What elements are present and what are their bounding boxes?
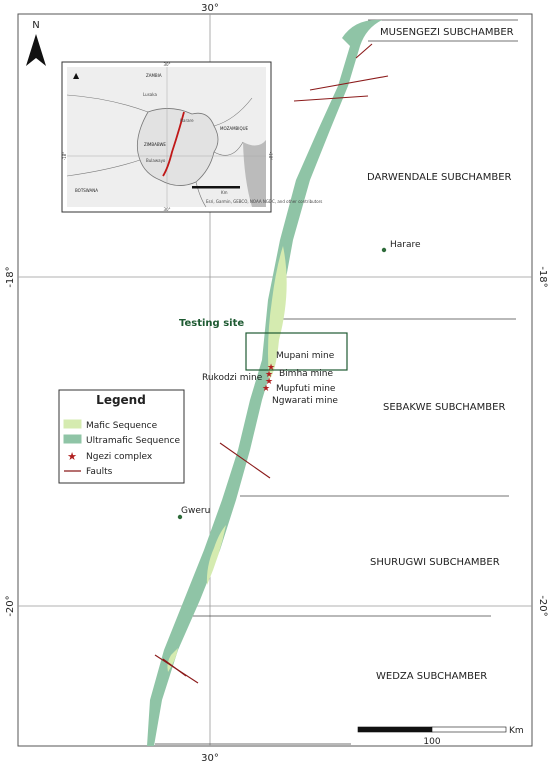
- inset-lat-right: -18°: [268, 152, 273, 161]
- label-wedza-subchamber: WEDZA SUBCHAMBER: [376, 671, 487, 682]
- inset-lon-top: 30°: [163, 62, 170, 67]
- inset-lon-bottom: 30°: [163, 207, 170, 212]
- legend-star-icon: ★: [67, 450, 77, 463]
- inset-scale-bar: [192, 186, 240, 189]
- inset-label-zimbabwe: ZIMBABWE: [144, 142, 166, 147]
- legend: Legend Mafic Sequence Ultramafic Sequenc…: [58, 389, 185, 484]
- mine-label-ngwarati: Ngwarati mine: [272, 396, 338, 406]
- ngezi-complex-mines: ★ ★ ★ ★: [262, 363, 275, 394]
- mine-label-rukodzi: Rukodzi mine: [202, 373, 263, 383]
- testing-site-box: [245, 332, 348, 371]
- grid-label-lat-20-right: -20°: [537, 595, 548, 616]
- inset-label-lusaka: Lusaka: [143, 92, 157, 97]
- town-label-gweru: Gweru: [181, 506, 210, 516]
- ultramafic-sequence-band: [147, 19, 382, 747]
- inset-zimbabwe-outline: [136, 108, 219, 186]
- legend-title: Legend: [96, 393, 146, 407]
- town-label-harare: Harare: [390, 240, 421, 250]
- subchamber-boundaries: [155, 19, 518, 745]
- north-arrow-icon: [26, 34, 46, 66]
- mafic-sequence-lens-middle: [206, 525, 226, 585]
- mine-star-icon: ★: [265, 377, 273, 387]
- mafic-sequence-lens-north: [268, 246, 287, 380]
- label-darwendale-subchamber: DARWENDALE SUBCHAMBER: [367, 172, 512, 183]
- inset-label-mozambique: MOZAMBIQUE: [220, 126, 249, 131]
- mine-label-mupani: Mupani mine: [276, 351, 335, 361]
- legend-label-faults: Faults: [86, 467, 113, 477]
- label-sebakwe-subchamber: SEBAKWE SUBCHAMBER: [383, 402, 505, 413]
- inset-credits: Esri, Garmin, GEBCO, NOAA NGDC, and othe…: [206, 199, 322, 204]
- north-arrow: N: [26, 20, 46, 66]
- north-arrow-label: N: [32, 20, 39, 31]
- inset-north-arrow-icon: ▲: [73, 71, 80, 80]
- mine-label-mupfuti: Mupfuti mine: [276, 384, 336, 394]
- mine-star-icon: ★: [265, 370, 273, 380]
- inset-water-body: [243, 140, 266, 207]
- town-marker-gweru: [177, 514, 183, 520]
- inset-label-harare: Harare: [180, 118, 194, 123]
- grid-label-lon-top: 30°: [201, 3, 219, 14]
- legend-label-ultramafic: Ultramafic Sequence: [86, 436, 180, 446]
- legend-swatch-mafic: [63, 419, 82, 429]
- grid-label-lat-18-right: -18°: [537, 266, 548, 287]
- testing-site-label: Testing site: [179, 318, 244, 329]
- scale-bar-unit: Km: [509, 726, 524, 736]
- mafic-sequence-lens-south: [167, 648, 178, 672]
- inset-great-dyke: [162, 111, 185, 177]
- legend-swatch-ultramafic: [63, 434, 82, 444]
- inset-label-botswana: BOTSWANA: [75, 188, 98, 193]
- label-musengezi-subchamber: MUSENGEZI SUBCHAMBER: [380, 27, 514, 38]
- grid-label-lat-20-left: -20°: [5, 595, 16, 616]
- inset-border-lines: [66, 94, 253, 208]
- legend-label-mafic: Mafic Sequence: [86, 421, 158, 431]
- scale-bar: 100 Km: [357, 726, 524, 747]
- mine-star-icon: ★: [262, 384, 270, 394]
- town-marker-harare: [381, 247, 387, 253]
- mine-label-bimha: Bimha mine: [279, 369, 333, 379]
- faults: [154, 43, 389, 684]
- mine-star-icon: ★: [267, 363, 275, 373]
- inset-label-zambia: ZAMBIA: [146, 73, 162, 78]
- legend-label-ngezi: Ngezi complex: [86, 452, 153, 462]
- inset-map: ▲ ZAMBIA ZIMBABWE MOZAMBIQUE BOTSWANA Lu…: [61, 61, 322, 213]
- inset-label-bulawayo: Bulawayo: [146, 158, 166, 163]
- grid-label-lat-18-left: -18°: [5, 266, 16, 287]
- inset-lat-left: -18°: [62, 152, 67, 161]
- inset-scale-unit: Km: [221, 190, 228, 195]
- label-shurugwi-subchamber: SHURUGWI SUBCHAMBER: [370, 557, 500, 568]
- scale-bar-value: 100: [423, 737, 440, 747]
- grid-label-lon-bottom: 30°: [201, 753, 219, 764]
